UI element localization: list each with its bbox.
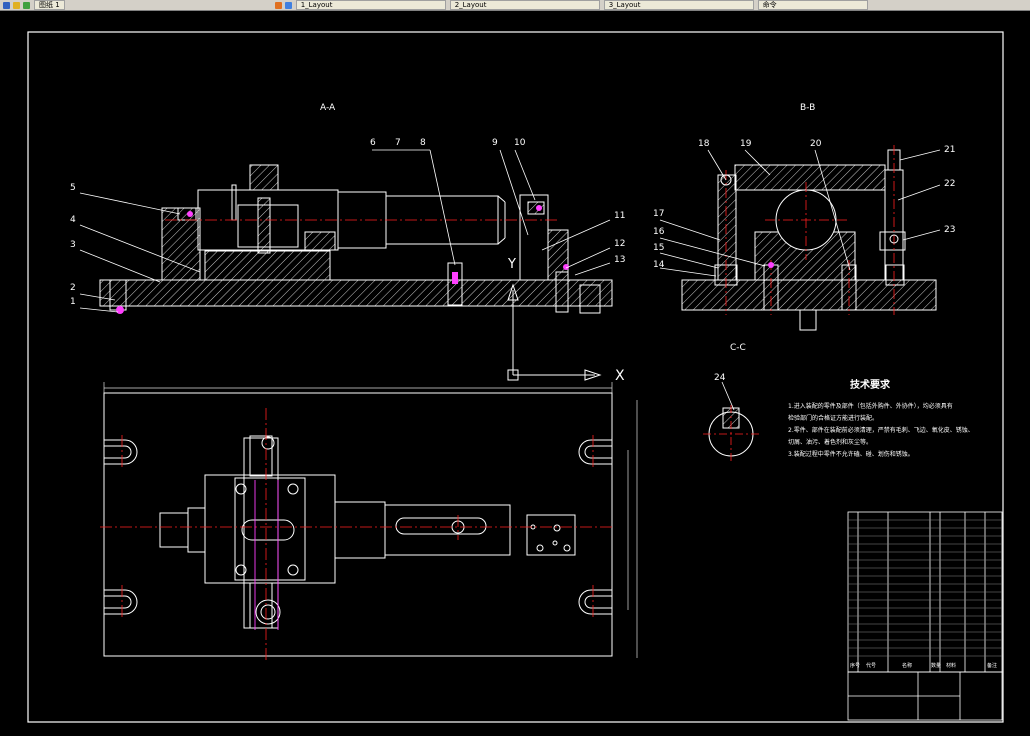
balloon-14: 14: [653, 260, 665, 270]
tech-title: 技术要求: [850, 378, 891, 391]
balloons-aa: 5 4 3 2 1 6 7 8 9 10 11 12 13: [70, 138, 625, 307]
balloon-10: 10: [514, 138, 526, 148]
section-bb[interactable]: [681, 149, 937, 331]
leader-24: [721, 381, 735, 411]
balloon-22: 22: [944, 179, 955, 189]
tb-header-code: 代号: [866, 662, 876, 669]
balloon-23: 23: [944, 225, 955, 235]
balloon-13: 13: [614, 255, 625, 265]
view-label-aa: A-A: [320, 103, 336, 113]
balloon-7: 7: [395, 138, 401, 148]
tb-header-remark: 备注: [987, 662, 997, 669]
bb-nut: [889, 234, 899, 244]
ucs-y-label: Y: [507, 257, 516, 272]
tb-header-material: 材料: [946, 662, 956, 669]
title-block-rows: [848, 519, 1002, 657]
open-file-icon[interactable]: [3, 1, 10, 9]
tb-header-name: 名称: [902, 662, 912, 669]
layout-tab-1[interactable]: 1_Layout: [295, 0, 446, 10]
layout-tab-2[interactable]: 2_Layout: [449, 0, 600, 10]
balloon-12: 12: [614, 239, 625, 249]
tech-lines: 1.进入装配的零件及部件（包括外购件、外协件），均必须具有 检验部门的合格证方能…: [788, 402, 974, 458]
balloon-11: 11: [614, 211, 625, 221]
plan-centerlines: [100, 408, 615, 660]
balloons-bb: 18 19 20 17 16 15 14 21 22 23: [653, 139, 955, 270]
command-search-input[interactable]: 命令: [757, 0, 868, 10]
bb-bolt-mark: [768, 262, 774, 268]
bb-centerlines: [725, 145, 895, 315]
balloon-6: 6: [370, 138, 376, 148]
balloon-8: 8: [420, 138, 426, 148]
cad-drawing-canvas[interactable]: A-A B-B C-C: [0, 10, 1030, 736]
balloon-17: 17: [653, 209, 664, 219]
balloon-9: 9: [492, 138, 498, 148]
balloon-15: 15: [653, 243, 664, 253]
balloon-16: 16: [653, 227, 665, 237]
balloon-18: 18: [698, 139, 710, 149]
ucs-x-label: X: [615, 368, 625, 384]
balloon-3: 3: [70, 240, 76, 250]
tech-line-2: 检验部门的合格证方能进行装配。: [788, 414, 878, 422]
tb-header-no: 序号: [850, 662, 860, 669]
layout-tab-3[interactable]: 3_Layout: [603, 0, 754, 10]
balloon-19: 19: [740, 139, 752, 149]
save-icon[interactable]: [13, 1, 20, 9]
title-block-header: 序号 代号 名称 数量 材料 备注: [850, 662, 997, 669]
plan-bolt-marks: [254, 480, 279, 630]
layout-tab-model[interactable]: 图纸 1: [34, 0, 65, 10]
tech-line-4: 切屑、油污、着色剂和灰尘等。: [788, 438, 872, 446]
view-label-cc: C-C: [730, 343, 746, 353]
properties-icon[interactable]: [284, 1, 292, 9]
balloon-20: 20: [810, 139, 822, 149]
bb-pivot: [720, 174, 732, 186]
print-icon[interactable]: [23, 1, 30, 9]
balloon-2: 2: [70, 283, 76, 293]
balloon-4: 4: [70, 215, 76, 225]
plan-view[interactable]: [103, 382, 638, 658]
balloon-21: 21: [944, 145, 955, 155]
balloon-5: 5: [70, 183, 76, 193]
balloon-24: 24: [714, 373, 726, 383]
cad-toolbar: 图纸 1 1_Layout 2_Layout 3_Layout 命令: [0, 0, 1030, 11]
tech-line-5: 3.装配过程中零件不允许磕、碰、划伤和锈蚀。: [788, 450, 914, 458]
leaders-aa-left: [79, 149, 611, 313]
tech-line-1: 1.进入装配的零件及部件（包括外购件、外协件），均必须具有: [788, 402, 953, 410]
ucs-icon: [507, 283, 602, 381]
section-aa[interactable]: [99, 164, 613, 314]
view-label-bb: B-B: [800, 103, 815, 113]
tech-line-3: 2.零件、部件在装配前必须清理，严禁有毛刺、飞边、氧化皮、锈蚀、: [788, 426, 974, 434]
drawing-border: [27, 31, 1004, 723]
balloon-1: 1: [70, 297, 76, 307]
layer-icon[interactable]: [274, 1, 282, 9]
cc-centerlines: [703, 405, 760, 462]
tb-header-qty: 数量: [931, 662, 941, 669]
leaders-bb: [659, 149, 941, 277]
